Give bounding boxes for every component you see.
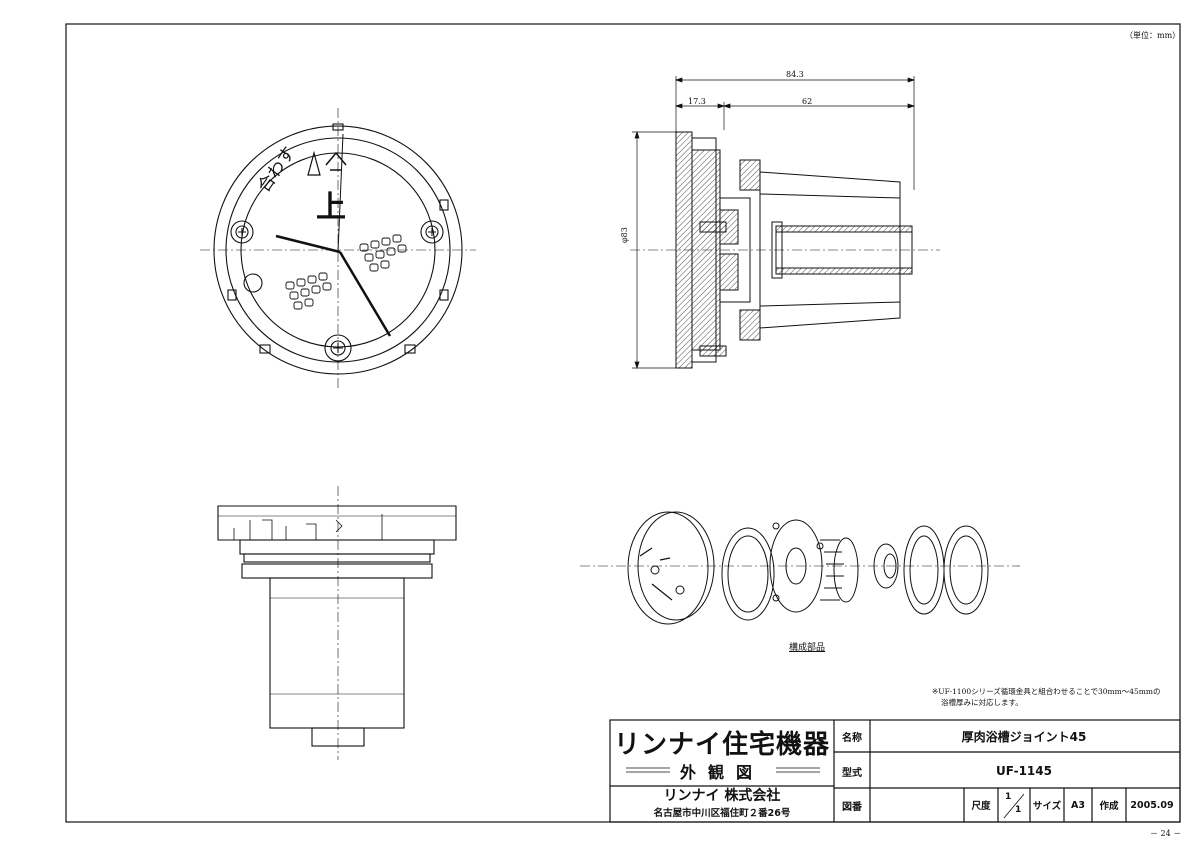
model-label: 型式 — [842, 767, 862, 779]
dimension-flange: 17.3 — [688, 97, 706, 106]
front-view — [200, 108, 476, 388]
drawing-number-label: 図番 — [842, 801, 862, 813]
front-stamp-mark: 上 — [316, 190, 346, 225]
title-block-frame — [609, 719, 1181, 823]
drawing-type: 外観図 — [679, 763, 764, 782]
made-date: 2005.09 — [1130, 799, 1174, 811]
size-label: サイズ — [1032, 801, 1062, 812]
size-value: A3 — [1071, 799, 1085, 811]
scale-label: 尺度 — [971, 801, 991, 812]
name-label: 名称 — [842, 732, 862, 744]
side-view — [217, 486, 457, 760]
page-number: － 24 － — [1150, 829, 1182, 838]
unit-note: （単位：mm） — [1125, 31, 1181, 40]
scale-denominator: 1 — [1015, 805, 1022, 815]
dimension-diameter: φ83 — [620, 227, 629, 243]
company-name: リンナイ 株式会社 — [663, 788, 781, 804]
dimension-body: 62 — [802, 97, 813, 106]
section-view — [630, 76, 940, 370]
exploded-caption: 構成部品 — [789, 643, 826, 653]
scale-numerator: 1 — [1005, 792, 1012, 802]
exploded-view — [580, 511, 1020, 625]
made-label: 作成 — [1099, 801, 1119, 812]
dimension-overall: 84.3 — [786, 70, 804, 79]
note-line-2: 浴槽厚みに対応します。 — [941, 698, 1023, 707]
brand-logo: リンナイ住宅機器 — [613, 729, 830, 760]
name-value: 厚肉浴槽ジョイント45 — [961, 729, 1087, 744]
note-line-1: ※UF-1100シリーズ循環金具と組合わせることで30mm～45mmの — [932, 687, 1161, 696]
company-address: 名古屋市中川区福住町２番26号 — [653, 808, 791, 819]
model-value: UF-1145 — [996, 764, 1052, 778]
